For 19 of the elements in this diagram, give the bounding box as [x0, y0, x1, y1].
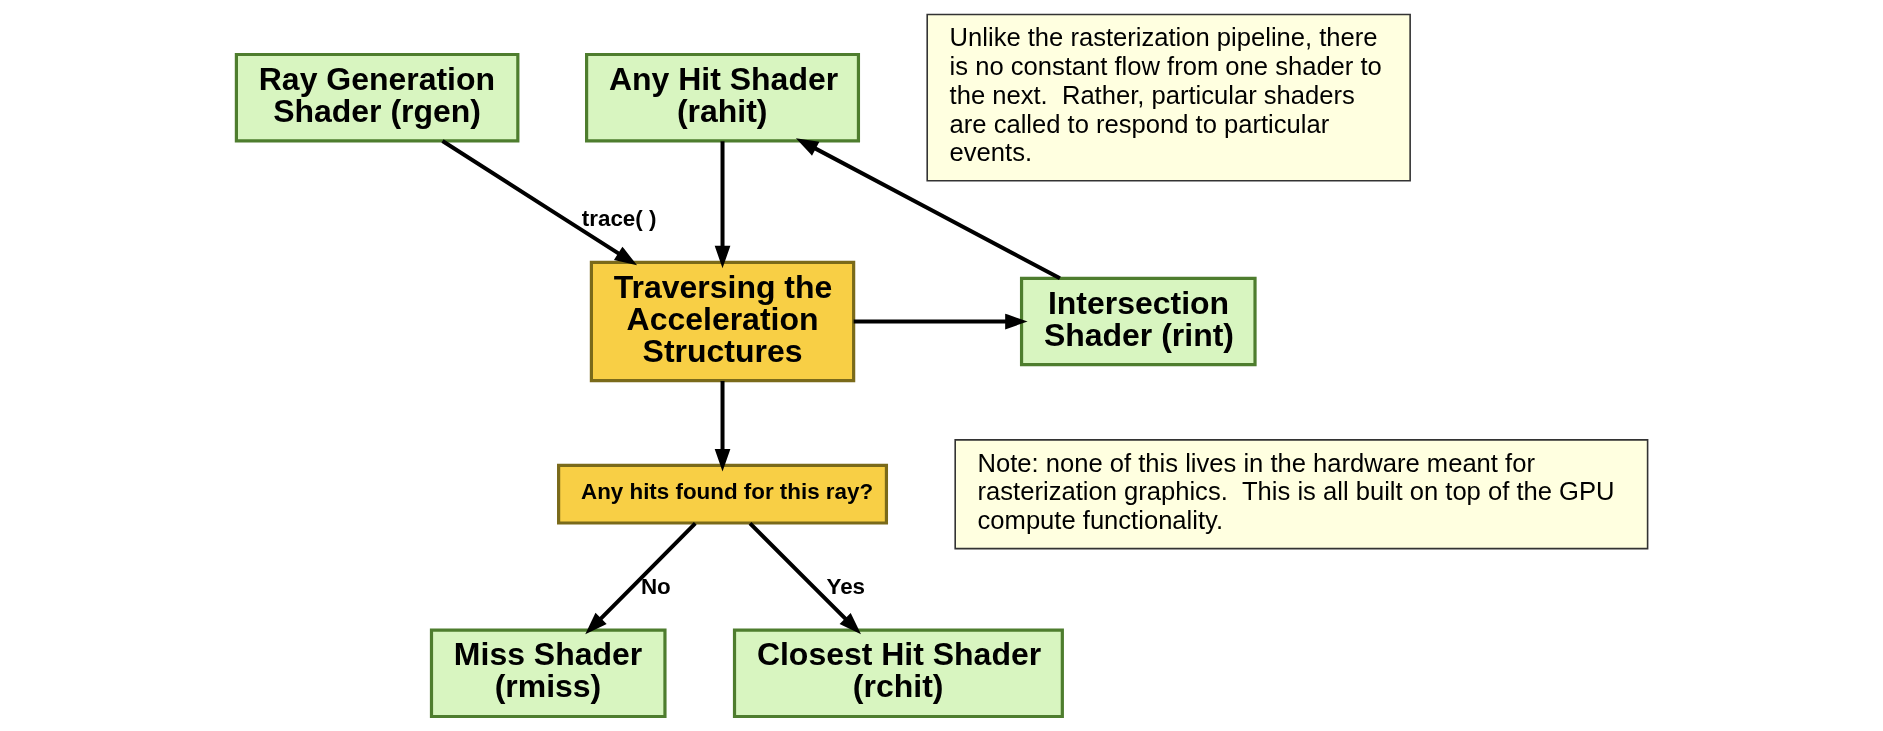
arrow [714, 141, 730, 269]
node-box: Miss Shader (rmiss) [429, 628, 667, 719]
arrow [795, 138, 1061, 281]
arrow [440, 139, 637, 266]
node-box: Traversing the Acceleration Structures [589, 260, 855, 383]
node-box: Intersection Shader (rint) [1019, 276, 1257, 367]
arrow [853, 313, 1028, 330]
arrow [584, 521, 697, 635]
node-box: Any Hit Shader (rahit) [584, 52, 860, 143]
node-box: Note: none of this lives in the hardware meant for rasterization graphics. This is all built on top of the GPU compute functionality. [953, 439, 1648, 550]
edge-label: trace( ) [581, 205, 656, 231]
node-box: Ray Generation Shader (rgen) [234, 52, 519, 143]
edge-label: Yes [825, 573, 865, 599]
edge-label: No [640, 573, 671, 599]
arrow [748, 521, 861, 635]
node-box: Closest Hit Shader (rchit) [732, 628, 1064, 719]
node-box: Unlike the rasterization pipeline, there is no constant flow from one shader to the next. Rather, particular shaders are called to respond to particular events. [925, 13, 1411, 182]
arrow [714, 381, 730, 472]
node-box: Any hits found for this ray? [556, 463, 888, 525]
